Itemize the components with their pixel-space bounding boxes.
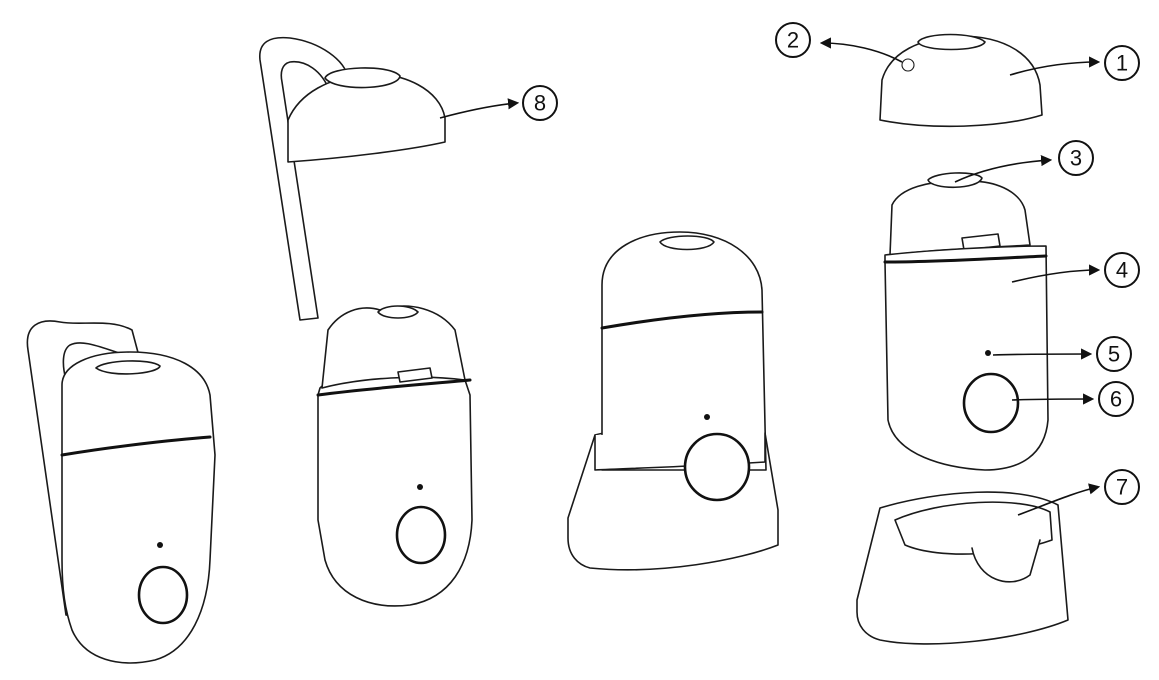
device-with-visor-clip [26,320,216,664]
callout-6-label: 6 [1110,387,1122,412]
status-light [157,542,163,548]
callout-8: 8 [522,85,558,121]
callout-3-circle [1058,140,1094,176]
top-window-b [377,305,419,319]
power-button [137,565,189,625]
power-button-b [395,505,447,565]
band-seam-b [316,378,472,397]
device-body-b [317,375,473,607]
callout-5-label: 5 [1108,342,1120,367]
charging-base-cutout [971,539,1041,583]
top-window-c [659,235,715,251]
status-light-b [417,484,423,490]
clip-cap-top [324,67,401,89]
inner-slot [961,233,1001,251]
callout-8-circle [522,85,558,121]
callout-4-label: 4 [1116,258,1128,283]
callout-2-circle [775,22,811,58]
leader-4 [1011,264,1101,283]
callout-3: 3 [1058,140,1094,176]
cap-seam-c [600,310,764,330]
callout-4-circle [1104,252,1140,288]
callout-2: 2 [775,22,811,58]
leader-8 [439,98,520,119]
cap-indicator [901,58,915,72]
body-seam [883,254,1048,264]
callout-5-circle [1096,336,1132,372]
power-button-c [683,432,751,502]
clip-cap [287,73,446,163]
callout-7-circle [1104,469,1140,505]
leader-2 [819,37,903,63]
device-in-base [567,231,779,571]
inner-top [889,180,1031,256]
callout-4: 4 [1104,252,1140,288]
cap-seam [60,435,212,457]
callout-8-label: 8 [534,91,546,116]
main-button [962,372,1020,434]
callout-3-label: 3 [1070,146,1082,171]
leader-7 [1017,483,1101,516]
device-exploded-clip [259,36,473,607]
device-body [61,351,216,664]
callout-5: 5 [1096,336,1132,372]
top-cap-window [917,33,986,51]
slot-b [397,367,433,383]
leader-3 [954,155,1053,183]
led-indicator [985,350,991,356]
callout-1-label: 1 [1116,51,1128,76]
callout-1-circle [1104,45,1140,81]
callout-2-label: 2 [787,28,799,53]
leader-1 [1009,56,1101,76]
leader-lines [439,37,1101,516]
device-body-c [601,231,767,471]
callout-7-label: 7 [1116,475,1128,500]
cap-top-window [95,360,161,375]
top-cap [879,35,1043,128]
callout-6-circle [1098,381,1134,417]
status-light-c [704,414,710,420]
callout-7: 7 [1104,469,1140,505]
charging-base-opening [894,501,1053,555]
leader-5 [992,348,1093,360]
leader-6 [1011,393,1095,405]
callout-6: 6 [1098,381,1134,417]
device-exploded-parts [856,33,1069,645]
callout-1: 1 [1104,45,1140,81]
